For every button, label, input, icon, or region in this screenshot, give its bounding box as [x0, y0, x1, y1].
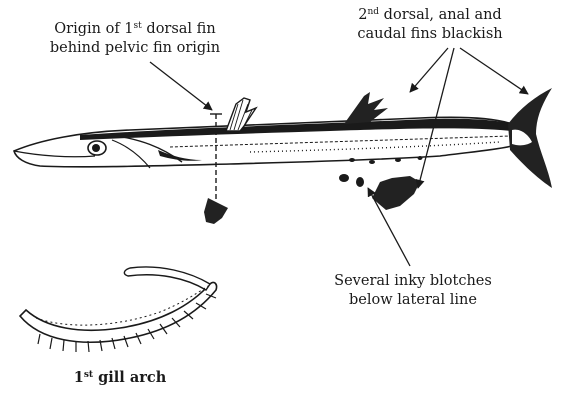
fins-label: 2nd dorsal, anal and caudal fins blackis…: [330, 6, 530, 44]
fins-label-line1: 2nd dorsal, anal and: [330, 6, 530, 25]
blotches-label-line2: below lateral line: [318, 291, 508, 310]
pupil: [92, 144, 100, 152]
blotch: [339, 174, 349, 182]
origin-label-line1: Origin of 1st dorsal fin: [30, 20, 240, 39]
blotches-label: Several inky blotches below lateral line: [318, 272, 508, 310]
blotch: [418, 156, 423, 160]
gill-arch-label: 1st gill arch: [70, 368, 170, 387]
fins-label-line2: caudal fins blackish: [330, 25, 530, 44]
blotch: [356, 177, 364, 187]
anal-fin: [372, 176, 420, 210]
blotch: [395, 158, 401, 162]
blotch: [349, 158, 355, 162]
fins-arrow-dorsal: [410, 48, 448, 92]
blotches-label-line1: Several inky blotches: [318, 272, 508, 291]
blotch: [369, 160, 375, 164]
origin-label-line2: behind pelvic fin origin: [30, 39, 240, 58]
gill-arch-illustration: [20, 267, 217, 352]
fins-arrow-caudal: [460, 48, 528, 94]
barracuda-fish: [14, 88, 552, 224]
pelvic-fin: [204, 198, 228, 224]
gill-arch-joint: [124, 267, 210, 290]
gill-arch-bone: [20, 282, 217, 342]
origin-label: Origin of 1st dorsal fin behind pelvic f…: [30, 20, 240, 58]
origin-arrow: [150, 62, 212, 110]
